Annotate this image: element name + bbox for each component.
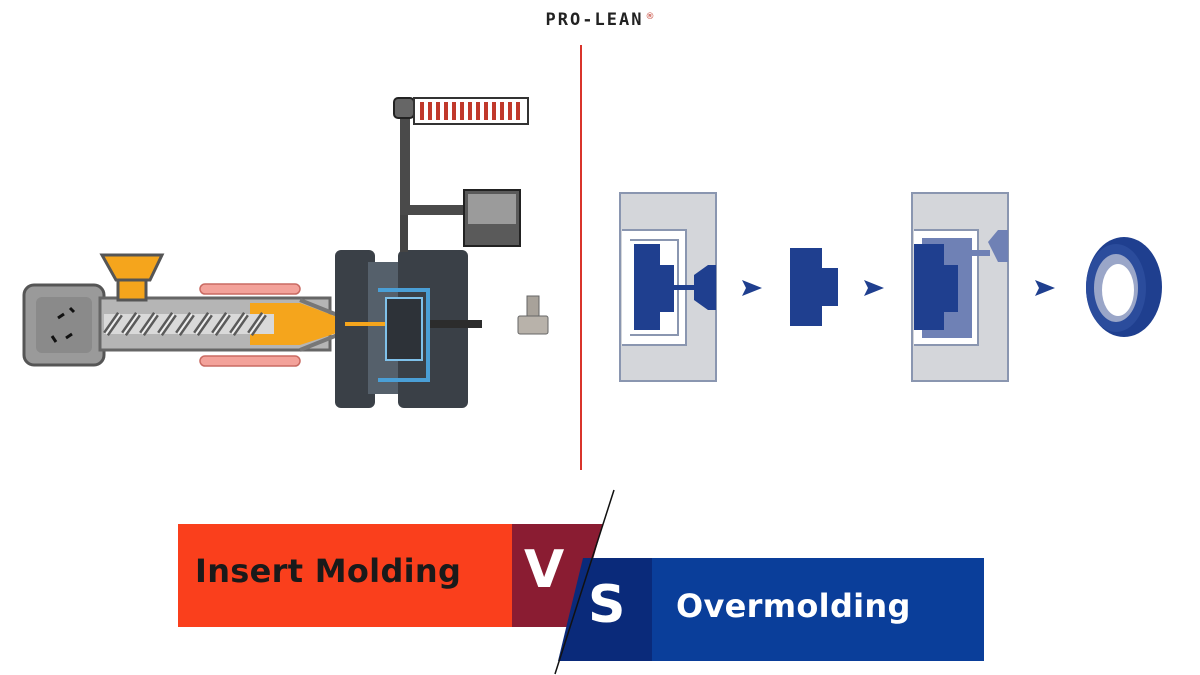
ring-part-icon [1086,237,1162,337]
mold-stage-2 [911,192,1009,382]
arrow-right-icon [742,280,762,296]
vs-s-letter: S [588,575,626,635]
heater-band-icon [199,283,301,367]
injection-machine-illustration [22,97,549,408]
insert-molding-banner [178,524,512,627]
insert-part-icon [517,295,549,335]
mold-stage-1 [619,192,717,382]
overmolding-banner [652,558,984,661]
vs-banner [178,489,984,675]
mold-icon [335,200,482,408]
clamp-assembly [393,97,529,247]
insert-part [790,248,838,326]
vs-right-block [558,558,652,661]
melt [250,303,340,345]
arrow-right-icon [1035,280,1055,296]
insert-molding-label: Insert Molding [195,552,462,590]
slash-line [554,489,615,675]
divider-line [580,45,582,470]
overmolding-label: Overmolding [676,587,911,625]
arrow-right-icon [864,280,884,296]
hopper-icon [99,253,165,302]
brand-logo: PRO-LEAN® [0,10,1200,30]
vs-v-letter: V [524,540,565,600]
overmolding-process-illustration [619,192,1162,382]
registered-mark: ® [645,11,655,22]
brand-name: PRO-LEAN [545,10,644,30]
screw-barrel-icon [103,311,274,337]
